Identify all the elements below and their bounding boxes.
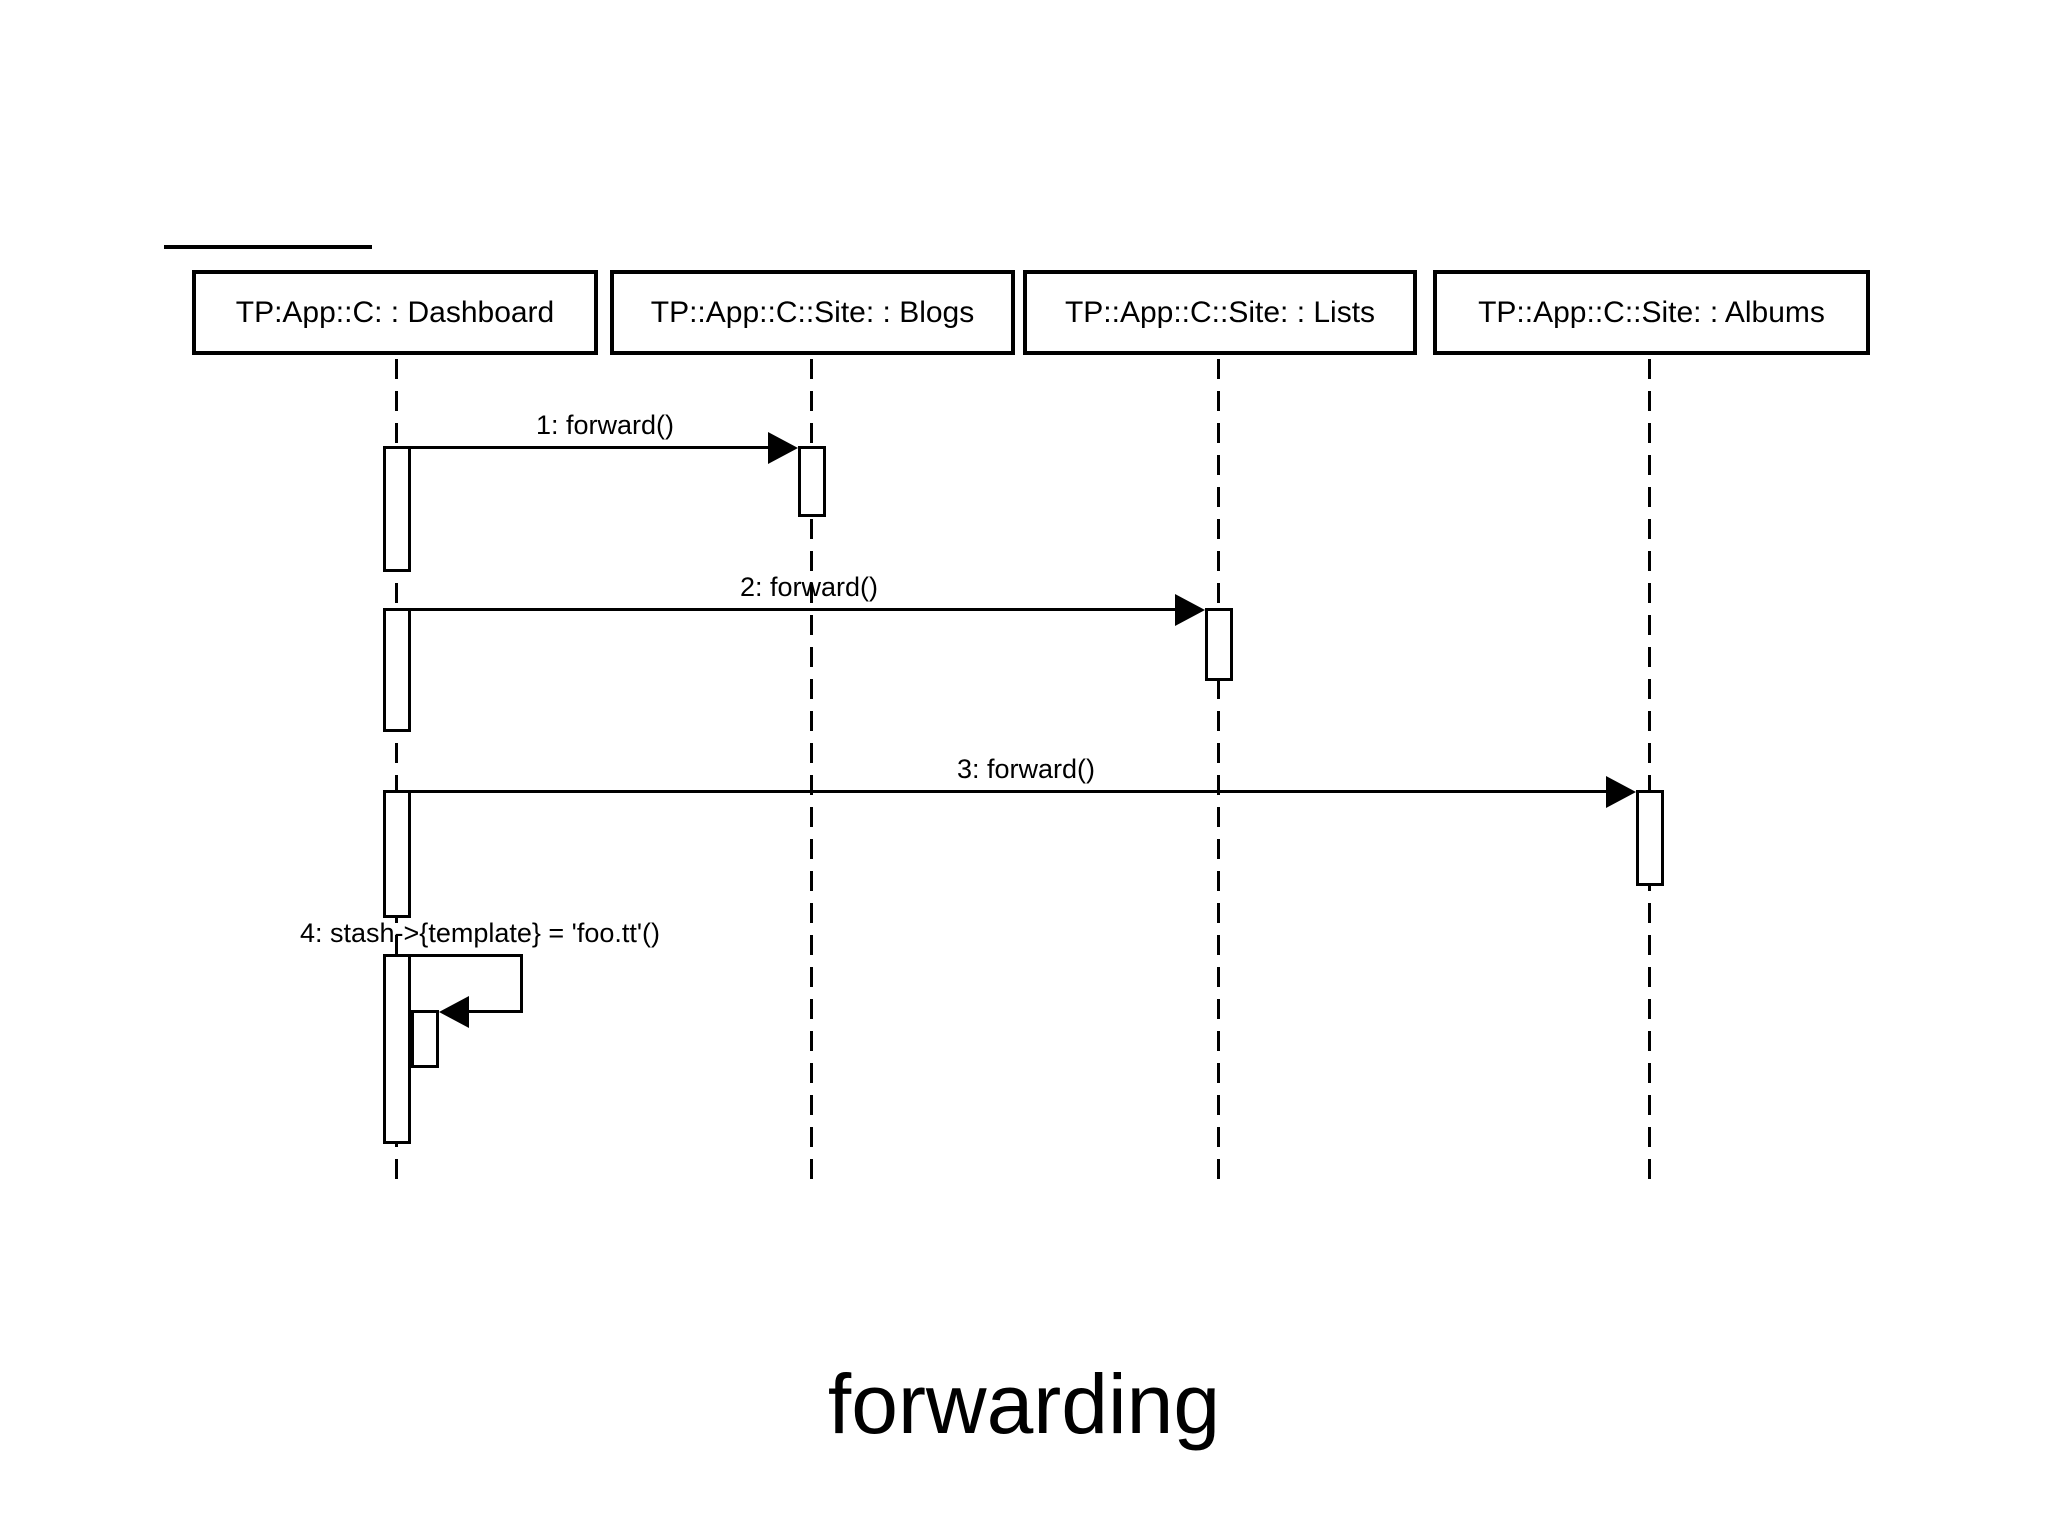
activation-lists (1205, 608, 1233, 681)
message-4-arrowhead-icon (439, 996, 469, 1028)
message-2-line (411, 608, 1175, 611)
actor-box-dashboard: TP:App::C: : Dashboard (192, 270, 598, 355)
message-3-arrowhead-icon (1606, 776, 1636, 808)
message-4-line-top (411, 954, 523, 957)
lifeline-blogs (810, 359, 813, 1185)
message-1-label: 1: forward() (535, 410, 675, 440)
top-left-rule (164, 245, 372, 249)
activation-blogs (798, 446, 826, 517)
activation-dashboard-2 (383, 608, 411, 732)
message-4-line-bottom (469, 1010, 523, 1013)
actor-box-albums: TP::App::C::Site: : Albums (1433, 270, 1870, 355)
activation-albums (1636, 790, 1664, 886)
message-2-label: 2: forward() (739, 572, 879, 602)
message-4-label: 4: stash->{template} = 'foo.tt'() (300, 918, 661, 948)
actor-box-lists: TP::App::C::Site: : Lists (1023, 270, 1417, 355)
actor-label-lists: TP::App::C::Site: : Lists (1064, 295, 1376, 329)
lifeline-albums (1648, 359, 1651, 1185)
actor-label-albums: TP::App::C::Site: : Albums (1478, 295, 1825, 329)
message-3-line (411, 790, 1606, 793)
activation-dashboard-self-nested (411, 1010, 439, 1068)
slide-title: forwarding (827, 1357, 1221, 1451)
actor-label-blogs: TP::App::C::Site: : Blogs (650, 295, 975, 329)
message-1-line (411, 446, 768, 449)
activation-dashboard-1 (383, 446, 411, 572)
actor-label-dashboard: TP:App::C: : Dashboard (235, 295, 555, 329)
message-1-arrowhead-icon (768, 432, 798, 464)
activation-dashboard-4 (383, 954, 411, 1144)
actor-box-blogs: TP::App::C::Site: : Blogs (610, 270, 1015, 355)
activation-dashboard-3 (383, 790, 411, 918)
message-4-line-right (520, 954, 523, 1013)
message-3-label: 3: forward() (956, 754, 1096, 784)
lifeline-dashboard (395, 359, 398, 1185)
lifeline-lists (1217, 359, 1220, 1185)
message-2-arrowhead-icon (1175, 594, 1205, 626)
